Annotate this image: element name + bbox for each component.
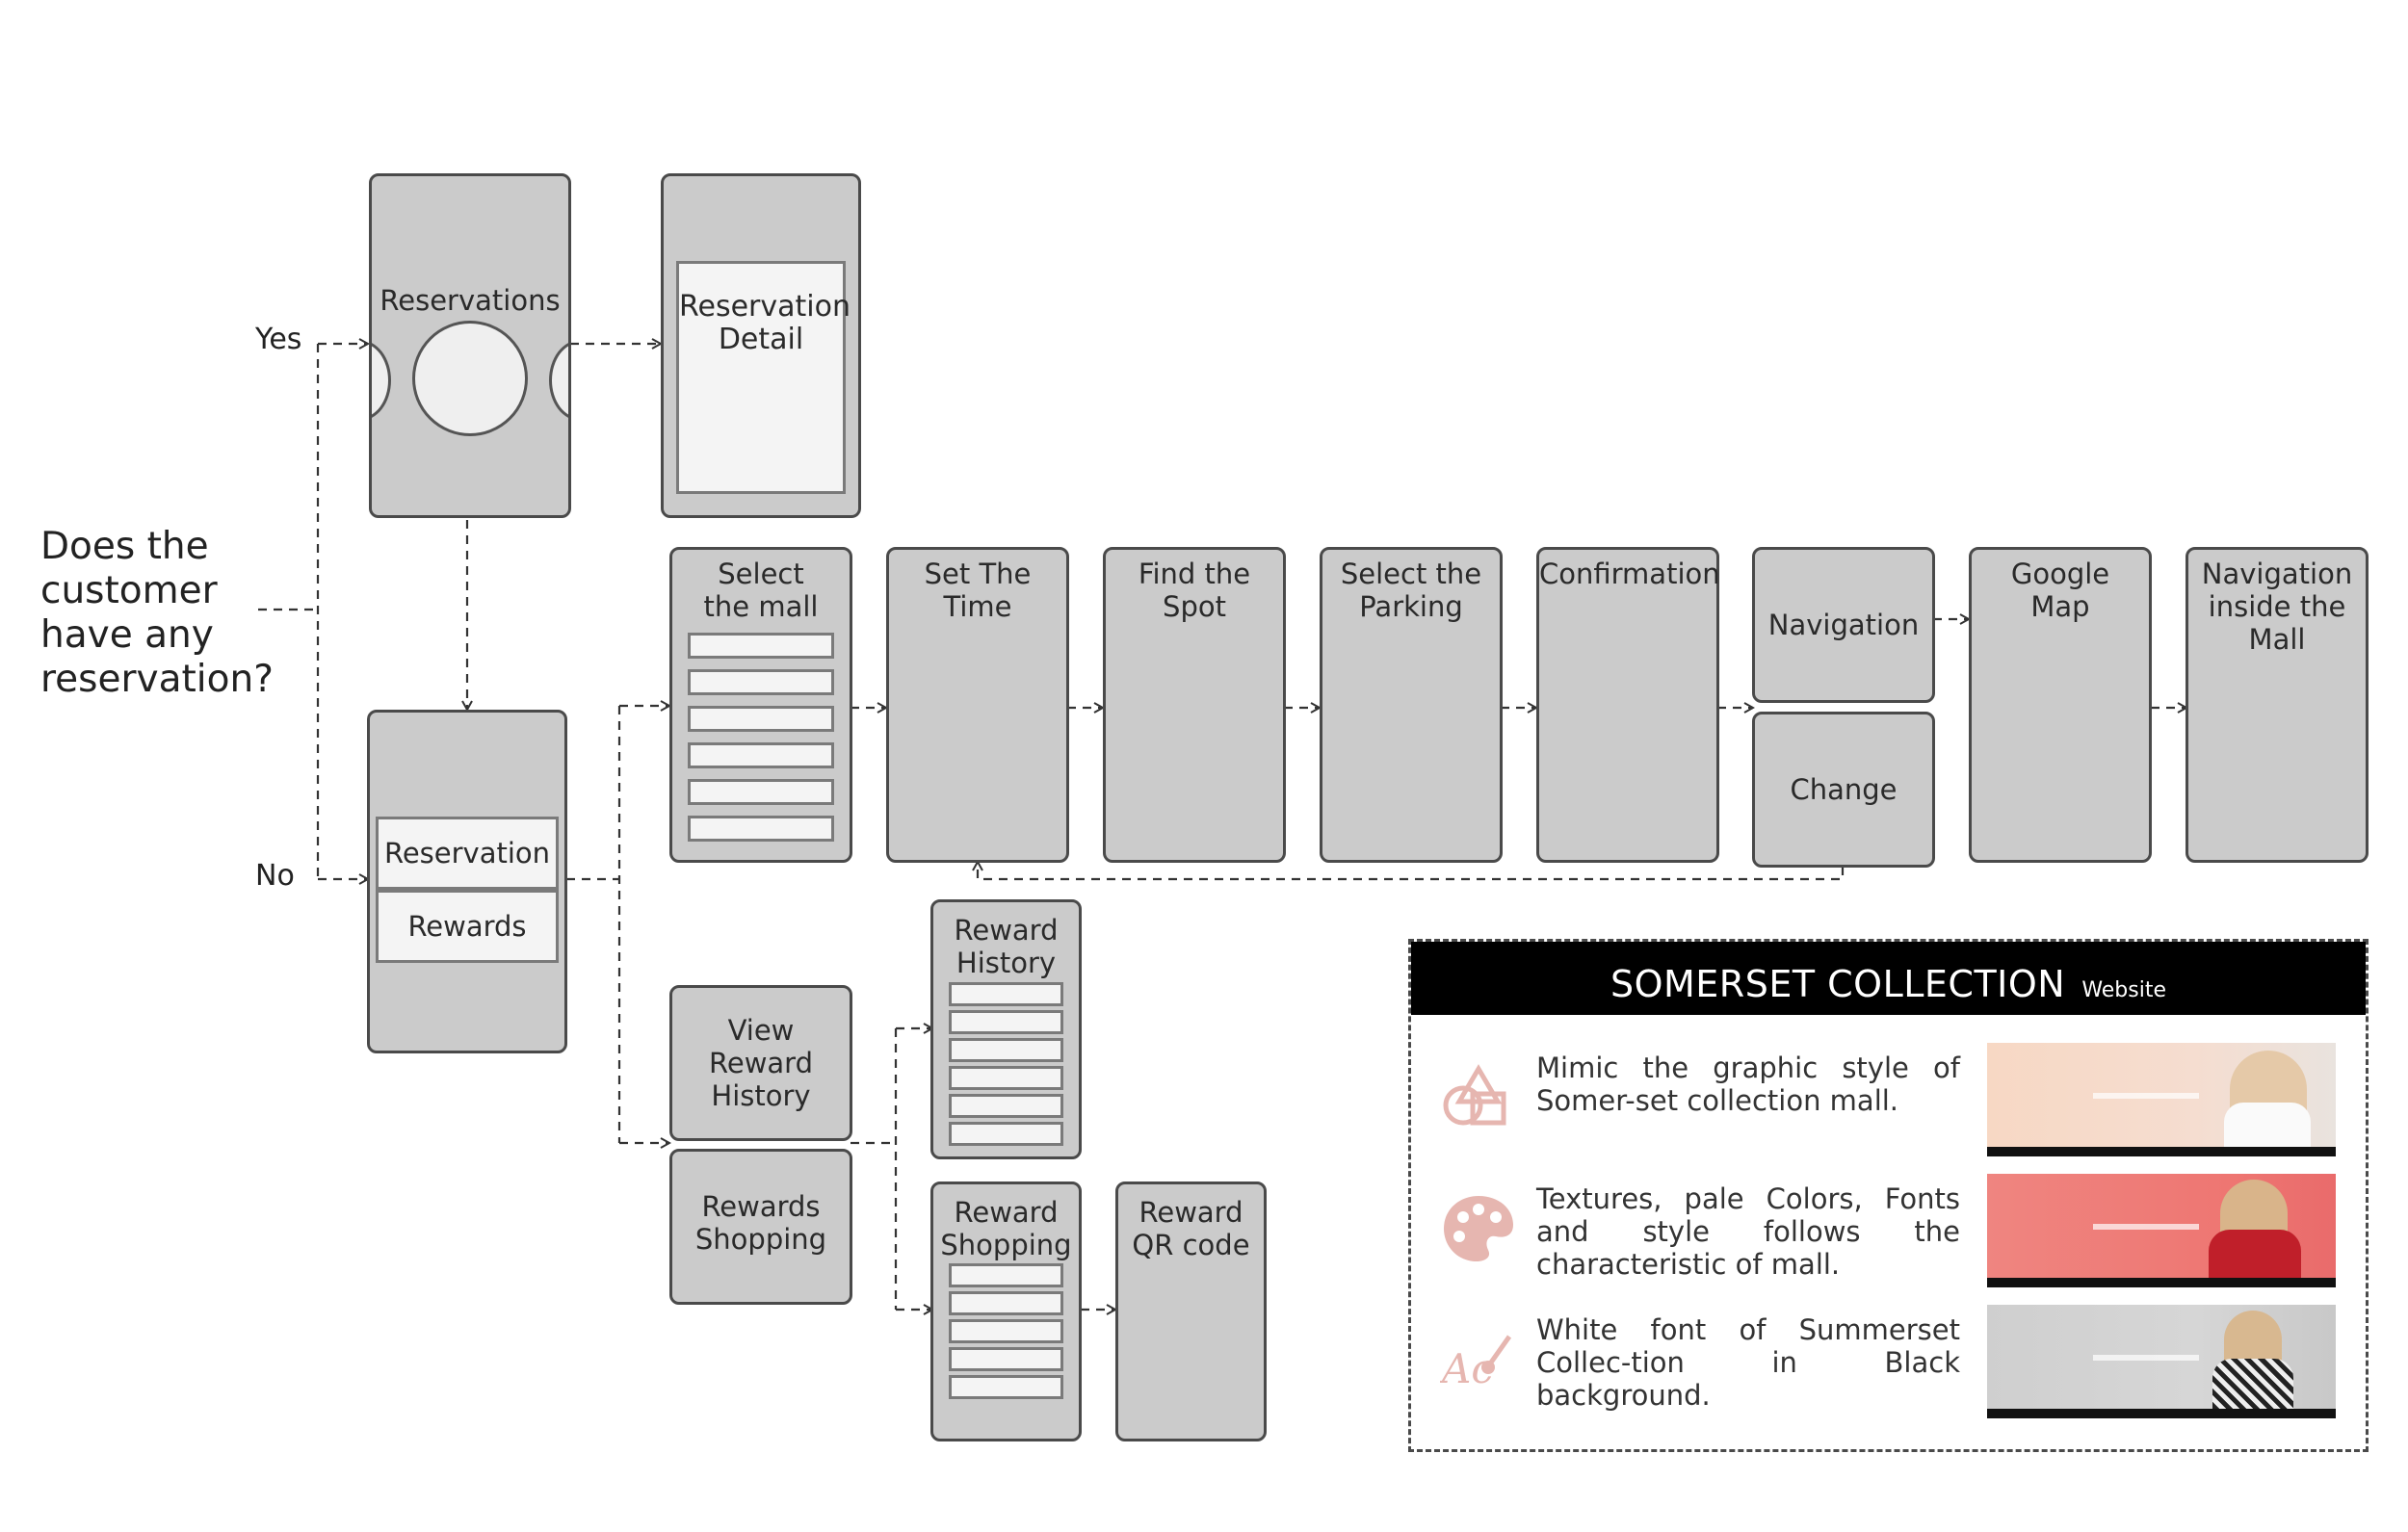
panel-header: SOMERSET COLLECTION Website [1411, 942, 2366, 1015]
brand-subtitle: Website [2081, 978, 2167, 1002]
nav-inside-mall-screen[interactable]: Navigation inside the Mall [2186, 547, 2369, 863]
shapes-icon [1443, 1064, 1506, 1126]
select-mall-screen[interactable]: Select the mall [669, 547, 852, 863]
feature-text: White font of Summerset Collec-tion in B… [1536, 1313, 1960, 1412]
reward-history-row [949, 1066, 1063, 1090]
rewards-shopping-button[interactable]: Rewards Shopping [669, 1149, 852, 1305]
yes-label: Yes [255, 323, 302, 356]
reward-item-row[interactable] [949, 1291, 1063, 1315]
reward-history-title: Reward History [954, 914, 1059, 979]
mall-list-item[interactable] [688, 816, 834, 842]
feature-item: Mimic the graphic style of Somer-set col… [1411, 1038, 2371, 1163]
model-houndstooth [2212, 1359, 2293, 1409]
reservation-menu-label: Reservation [383, 837, 551, 870]
model-jacket [2209, 1230, 2301, 1278]
thumb-footer-bar [1987, 1409, 2336, 1418]
reward-item-row[interactable] [949, 1347, 1063, 1371]
font-brush-icon: Ac [1440, 1335, 1512, 1392]
carousel-card-center[interactable] [412, 321, 528, 436]
view-reward-history-button[interactable]: View Reward History [669, 985, 852, 1141]
thumb-footer-bar [1987, 1147, 2336, 1156]
reward-history-row [949, 982, 1063, 1006]
mall-list-item[interactable] [688, 742, 834, 768]
reward-qr-title: Reward QR code [1132, 1196, 1250, 1261]
style-reference-panel: SOMERSET COLLECTION Website Mimic the gr… [1408, 939, 2369, 1452]
feature-item: Textures, pale Colors, Fonts and style f… [1411, 1169, 2371, 1294]
confirmation-screen[interactable]: Confirmation [1536, 547, 1720, 863]
rewards-shopping-title: Rewards Shopping [694, 1190, 827, 1256]
set-time-screen[interactable]: Set The Time [886, 547, 1069, 863]
confirmation-title: Confirmation [1539, 558, 1720, 590]
select-mall-title: Select the mall [703, 558, 819, 623]
select-parking-title: Select the Parking [1340, 558, 1482, 623]
reservation-detail-screen[interactable]: Reservation Detail [661, 173, 861, 518]
reward-shopping-screen[interactable]: Reward Shopping [930, 1181, 1082, 1441]
home-screen[interactable]: Reservation Rewards [367, 710, 567, 1053]
reward-item-row[interactable] [949, 1263, 1063, 1287]
rewards-menu-label: Rewards [407, 910, 527, 943]
reward-history-row [949, 1122, 1063, 1146]
select-parking-screen[interactable]: Select the Parking [1320, 547, 1503, 863]
carousel-card-right[interactable] [549, 340, 568, 421]
reservations-title: Reservations [380, 284, 561, 317]
carousel-card-left[interactable] [372, 340, 391, 421]
google-map-screen[interactable]: Google Map [1969, 547, 2152, 863]
website-thumbnail [1987, 1174, 2336, 1287]
thumb-tagline [2093, 1355, 2199, 1361]
feature-text: Mimic the graphic style of Somer-set col… [1536, 1052, 1960, 1117]
set-time-title: Set The Time [924, 558, 1032, 623]
feature-item: Ac White font of Summerset Collec-tion i… [1411, 1300, 2371, 1425]
reward-history-row [949, 1010, 1063, 1034]
mall-list-item[interactable] [688, 706, 834, 732]
reward-history-row [949, 1094, 1063, 1118]
palette-icon [1444, 1196, 1513, 1261]
mall-list-item[interactable] [688, 669, 834, 695]
nav-inside-mall-title: Navigation inside the Mall [2201, 558, 2353, 656]
reservation-detail-card: Reservation Detail [676, 261, 851, 494]
reservation-detail-title: Reservation Detail [679, 290, 851, 356]
mall-list-item[interactable] [688, 779, 834, 805]
change-title: Change [1790, 773, 1898, 806]
website-thumbnail [1987, 1043, 2336, 1156]
reward-shopping-title: Reward Shopping [940, 1196, 1072, 1261]
decision-question: Does the customer have any reservation? [40, 525, 274, 701]
navigation-button[interactable]: Navigation [1752, 547, 1935, 703]
find-spot-title: Find the Spot [1138, 558, 1251, 623]
reward-item-row[interactable] [949, 1319, 1063, 1343]
view-reward-history-title: View Reward History [709, 1014, 813, 1112]
brand-name: SOMERSET COLLECTION [1610, 963, 2066, 1005]
reservations-screen[interactable]: Reservations [369, 173, 571, 518]
reward-qr-screen[interactable]: Reward QR code [1115, 1181, 1267, 1441]
change-button[interactable]: Change [1752, 712, 1935, 868]
navigation-title: Navigation [1767, 609, 1920, 641]
google-map-title: Google Map [2010, 558, 2110, 623]
mall-list-item[interactable] [688, 633, 834, 659]
reward-history-row [949, 1038, 1063, 1062]
no-label: No [255, 859, 295, 893]
thumb-tagline [2093, 1224, 2199, 1230]
model-shirt [2224, 1103, 2311, 1147]
thumb-tagline [2093, 1093, 2199, 1099]
rewards-menu-button[interactable]: Rewards [376, 890, 559, 963]
thumb-footer-bar [1987, 1278, 2336, 1287]
feature-text: Textures, pale Colors, Fonts and style f… [1536, 1182, 1960, 1281]
reward-history-screen[interactable]: Reward History [930, 899, 1082, 1159]
reward-item-row[interactable] [949, 1375, 1063, 1399]
reservation-menu-button[interactable]: Reservation [376, 817, 559, 890]
website-thumbnail [1987, 1305, 2336, 1418]
find-spot-screen[interactable]: Find the Spot [1103, 547, 1286, 863]
